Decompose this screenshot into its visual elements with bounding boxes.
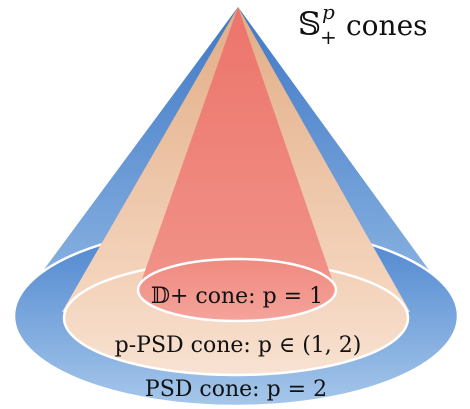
d-plus-cone-base <box>136 257 338 323</box>
title-symbol: 𝕊 <box>298 5 321 43</box>
d-plus-cone-label: 𝔻+ cone: p = 1 <box>151 284 323 309</box>
title-text: cones <box>346 9 428 42</box>
d-plus-cone-body <box>140 7 334 285</box>
title-subscript: + <box>320 25 337 49</box>
title: 𝕊 p + cones <box>298 0 428 49</box>
psd-cone-label: PSD cone: p = 2 <box>145 377 327 402</box>
d-plus-cone <box>136 7 338 323</box>
title-superscript: p <box>322 0 335 24</box>
p-psd-cone-label: p-PSD cone: p ∈ (1, 2) <box>115 333 362 358</box>
